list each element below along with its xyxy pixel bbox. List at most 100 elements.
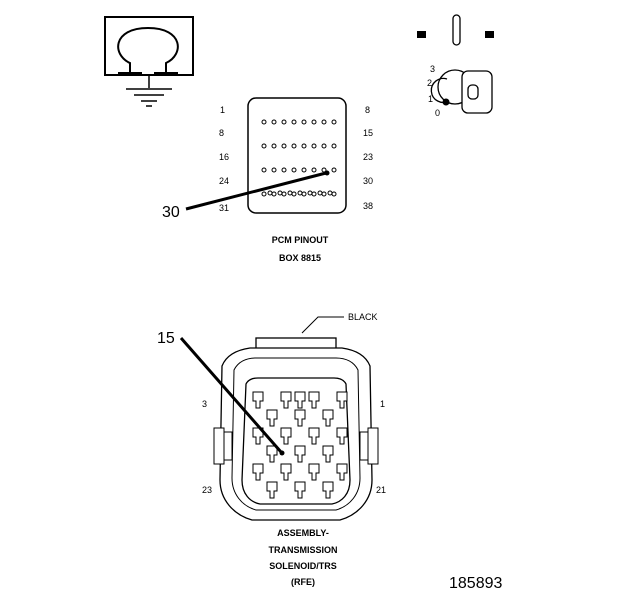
pcm-pin-cavity bbox=[271, 191, 277, 197]
solenoid-pin-cavity bbox=[266, 481, 278, 499]
solenoid-pin-cavity bbox=[252, 391, 264, 409]
solenoid-pin-cavity bbox=[322, 481, 334, 499]
pcm-pin-cavity bbox=[291, 167, 297, 173]
pcm-pin-cavity bbox=[297, 190, 303, 196]
pcm-pin-label-left: 1 bbox=[220, 105, 225, 115]
pcm-caption-line2: BOX 8815 bbox=[279, 253, 321, 263]
pcm-pin-cavity bbox=[301, 119, 307, 125]
pcm-pin-label-right: 23 bbox=[363, 152, 373, 162]
pcm-pin-cavity bbox=[331, 167, 337, 173]
pcm-pin-cavity bbox=[271, 143, 277, 149]
pcm-pin-cavity bbox=[281, 119, 287, 125]
pcm-pin-cavity bbox=[267, 190, 273, 196]
pcm-callout-number: 30 bbox=[162, 204, 180, 221]
ohmmeter-symbol bbox=[104, 16, 194, 107]
solenoid-pin-cavity bbox=[308, 391, 320, 409]
pcm-pin-cavity bbox=[281, 191, 287, 197]
pcm-pin-cavity bbox=[311, 167, 317, 173]
off-indicator-icon bbox=[417, 31, 426, 38]
solenoid-pin-cavity bbox=[280, 463, 292, 481]
pcm-pin-label-left: 24 bbox=[219, 176, 229, 186]
pcm-pin-label-left: 16 bbox=[219, 152, 229, 162]
pcm-pin-cavity bbox=[317, 190, 323, 196]
pcm-pin-cavity bbox=[307, 190, 313, 196]
solenoid-pin-cavity bbox=[294, 391, 306, 409]
black-label-leader bbox=[301, 316, 344, 334]
solenoid-pin-cavity bbox=[252, 463, 264, 481]
solenoid-caption-line: TRANSMISSION bbox=[268, 545, 337, 555]
solenoid-pin-cavity bbox=[336, 427, 348, 445]
key-position-label: 0 bbox=[435, 108, 440, 118]
pcm-pin-label-left: 31 bbox=[219, 203, 229, 213]
left-latch bbox=[213, 427, 225, 465]
pcm-callout-leader bbox=[185, 171, 327, 211]
connector-shroud-inner bbox=[231, 357, 361, 511]
key-position-label: 3 bbox=[430, 64, 435, 74]
right-latch bbox=[367, 427, 379, 465]
key-position-label: 1 bbox=[428, 94, 433, 104]
pcm-pin-cavity bbox=[301, 191, 307, 197]
connector-color-label: BLACK bbox=[348, 312, 378, 322]
pcm-pin-cavity bbox=[261, 191, 267, 197]
solenoid-pin-cavity bbox=[294, 445, 306, 463]
solenoid-pin-cavity bbox=[336, 463, 348, 481]
pcm-connector-body bbox=[247, 97, 347, 214]
figure-number: 185893 bbox=[449, 575, 502, 592]
pcm-pin-cavity bbox=[291, 191, 297, 197]
pcm-caption-line1: PCM PINOUT bbox=[272, 235, 329, 245]
pcm-connector: 1 8 16 24 31 8 15 23 30 38 30 PCM PINOUT… bbox=[162, 97, 373, 263]
pcm-pin-cavity bbox=[321, 191, 327, 197]
pcm-pin-cavity bbox=[277, 190, 283, 196]
pcm-pin-cavity bbox=[301, 167, 307, 173]
pcm-pin-cavity bbox=[301, 143, 307, 149]
solenoid-pin-cavity bbox=[322, 445, 334, 463]
solenoid-pin-cavity bbox=[294, 409, 306, 427]
pcm-callout-dot bbox=[324, 170, 330, 176]
solenoid-pin-cavity bbox=[308, 427, 320, 445]
pcm-pin-cavity bbox=[327, 190, 333, 196]
solenoid-pin-label-top-right: 1 bbox=[380, 399, 385, 409]
ignition-switch: 3 2 1 0 bbox=[417, 14, 494, 118]
solenoid-pin-cavity bbox=[280, 391, 292, 409]
solenoid-pin-cavity bbox=[336, 391, 348, 409]
solenoid-caption-line: SOLENOID/TRS bbox=[269, 561, 337, 571]
pcm-pin-label-right: 30 bbox=[363, 176, 373, 186]
on-indicator-icon bbox=[485, 31, 494, 38]
pcm-pin-label-right: 8 bbox=[365, 105, 370, 115]
pcm-pin-cavity bbox=[261, 143, 267, 149]
solenoid-pin-cavity bbox=[266, 409, 278, 427]
pcm-pin-cavity bbox=[291, 143, 297, 149]
solenoid-caption-line: (RFE) bbox=[291, 577, 315, 587]
solenoid-callout-number: 15 bbox=[157, 330, 175, 347]
pcm-pin-cavity bbox=[321, 143, 327, 149]
pcm-pin-cavity bbox=[331, 119, 337, 125]
solenoid-pin-cavity bbox=[308, 463, 320, 481]
solenoid-pin-cavity bbox=[294, 481, 306, 499]
solenoid-pin-label-bottom-left: 23 bbox=[202, 485, 212, 495]
pcm-pin-label-right: 38 bbox=[363, 201, 373, 211]
pcm-pin-label-left: 8 bbox=[219, 128, 224, 138]
omega-icon bbox=[117, 26, 179, 74]
pcm-pin-cavity bbox=[311, 191, 317, 197]
solenoid-pin-label-top-left: 3 bbox=[202, 399, 207, 409]
solenoid-pin-cavity bbox=[322, 409, 334, 427]
solenoid-pin-grid bbox=[252, 391, 348, 499]
pcm-pin-cavity bbox=[271, 119, 277, 125]
pcm-pin-cavity bbox=[271, 167, 277, 173]
connector-face bbox=[241, 377, 351, 505]
solenoid-connector: BLACK 3 1 23 21 15 ASSEMBLY- TRANSMISSIO… bbox=[157, 312, 386, 587]
pcm-pin-grid bbox=[261, 119, 337, 197]
solenoid-callout-leader bbox=[179, 337, 283, 453]
pcm-pin-cavity bbox=[281, 167, 287, 173]
solenoid-pin-label-bottom-right: 21 bbox=[376, 485, 386, 495]
pcm-pin-cavity bbox=[281, 143, 287, 149]
solenoid-caption-line: ASSEMBLY- bbox=[277, 528, 329, 538]
pcm-pin-label-right: 15 bbox=[363, 128, 373, 138]
connector-shroud-outer bbox=[219, 347, 373, 521]
pcm-pin-cavity bbox=[331, 143, 337, 149]
pcm-pin-cavity bbox=[261, 119, 267, 125]
key-position-label: 2 bbox=[427, 78, 432, 88]
pcm-pin-cavity bbox=[287, 190, 293, 196]
pcm-pin-cavity bbox=[291, 119, 297, 125]
